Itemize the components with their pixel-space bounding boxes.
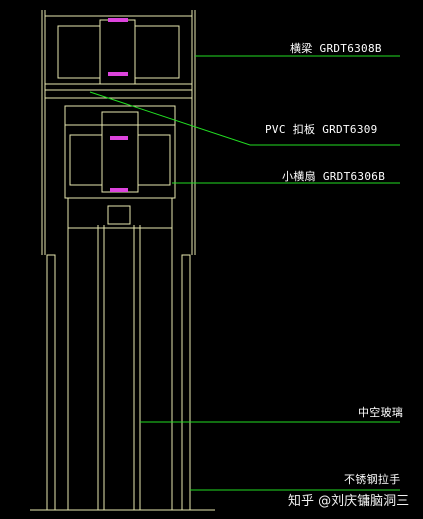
gasket-4	[110, 188, 128, 192]
label-pvc-cap: PVC 扣板 GRDT6309	[265, 123, 378, 136]
leader-pvc-cap	[89, 91, 400, 146]
bead-block	[67, 197, 173, 229]
sash-profile	[64, 105, 176, 199]
sash-chamber-left	[69, 134, 103, 186]
label-transom: 横梁 GRDT6308B	[290, 42, 382, 55]
watermark: 知乎 @刘庆镛脑洞三	[288, 494, 410, 509]
sash-chamber-right	[137, 134, 171, 186]
sash-core	[101, 111, 139, 193]
transom-chamber-left	[57, 25, 101, 79]
label-small-transom-sash: 小横扇 GRDT6306B	[282, 170, 386, 183]
handle-right	[181, 254, 191, 511]
gasket-2	[108, 72, 128, 76]
glass-spacer	[107, 205, 131, 225]
gasket-3	[110, 136, 128, 140]
label-ss-handle: 不锈钢拉手	[344, 473, 401, 486]
label-insulated-glass: 中空玻璃	[358, 406, 404, 419]
transom-chamber-right	[134, 25, 180, 79]
handle-left	[46, 254, 56, 511]
transom-profile	[44, 15, 193, 99]
gasket-1	[108, 18, 128, 22]
